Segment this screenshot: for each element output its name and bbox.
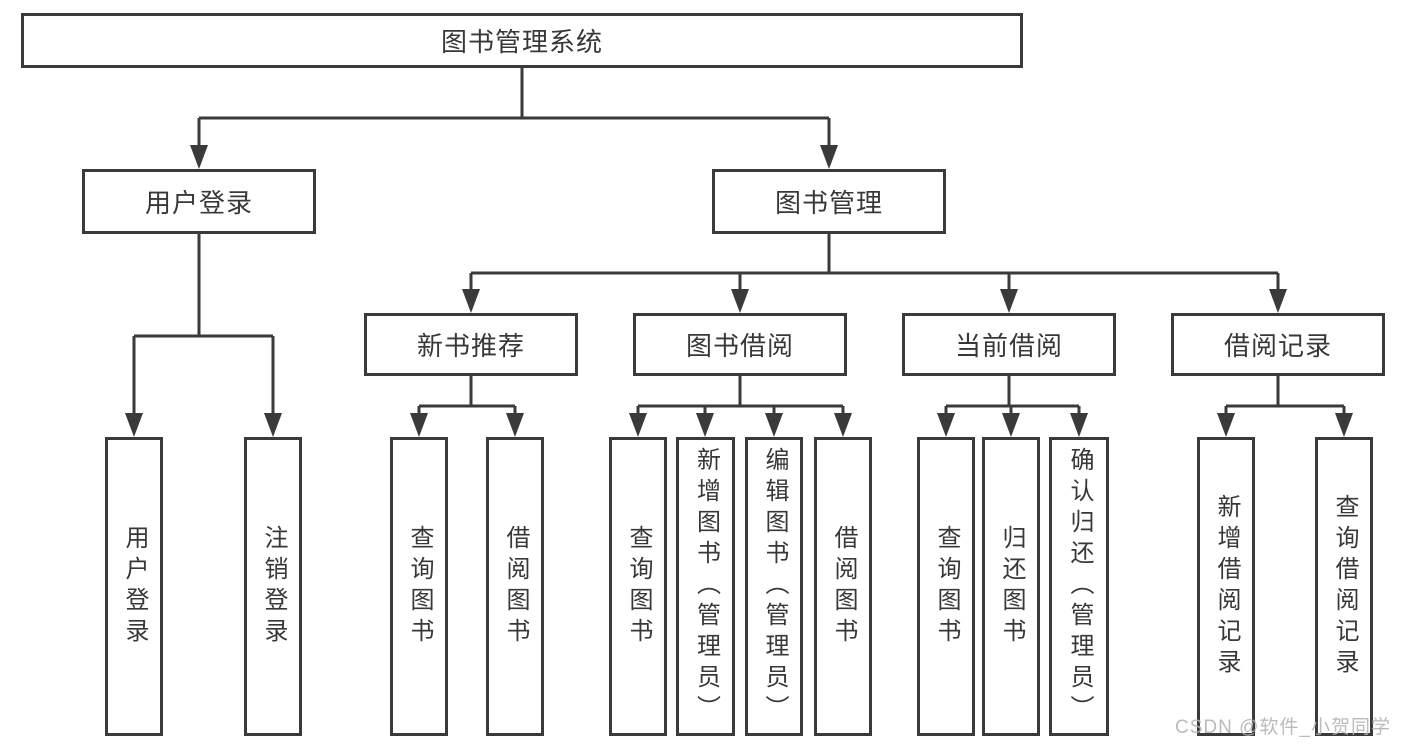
- arrowhead: [834, 413, 852, 437]
- node-new-book-recommendation: 新书推荐: [364, 313, 578, 376]
- leaf-bb-borrow-books: 借阅图书: [814, 437, 872, 736]
- connector-book-mgmt-children: [469, 234, 1280, 295]
- arrowhead: [462, 289, 480, 313]
- arrowhead: [1269, 289, 1287, 313]
- connector-current-borrow-children: [944, 376, 1081, 419]
- arrowhead: [190, 145, 208, 169]
- arrowhead: [1335, 413, 1353, 437]
- connector-borrow-records-children: [1224, 376, 1346, 419]
- leaf-user-login: 用户登录: [105, 437, 163, 736]
- node-book-management: 图书管理: [712, 169, 946, 234]
- arrowhead: [820, 145, 838, 169]
- connector-user-login-children: [132, 234, 275, 419]
- arrowhead: [264, 413, 282, 437]
- arrowhead: [1217, 413, 1235, 437]
- arrowhead: [629, 413, 647, 437]
- node-user-login: 用户登录: [82, 169, 316, 234]
- node-library-system: 图书管理系统: [21, 13, 1023, 68]
- leaf-bb-query-books: 查询图书: [609, 437, 667, 736]
- leaf-br-query-record: 查询借阅记录: [1315, 437, 1373, 736]
- arrowhead: [125, 413, 143, 437]
- csdn-watermark: CSDN @软件_小贺同学: [1175, 717, 1391, 738]
- arrowhead: [731, 289, 749, 313]
- arrowhead: [410, 413, 428, 437]
- arrowhead: [937, 413, 955, 437]
- leaf-bb-edit-books-admin: 编辑图书（管理员）: [745, 437, 803, 736]
- arrowhead: [765, 413, 783, 437]
- connector-root-to-level1: [197, 68, 831, 151]
- node-current-borrowing: 当前借阅: [902, 313, 1116, 376]
- leaf-br-add-record: 新增借阅记录: [1197, 437, 1255, 736]
- node-book-borrowing: 图书借阅: [633, 313, 847, 376]
- arrowhead: [1000, 289, 1018, 313]
- leaf-cb-confirm-return-admin: 确认归还（管理员）: [1049, 437, 1109, 736]
- connector-new-book-rec-children: [417, 376, 517, 419]
- connector-book-borrow-children: [636, 376, 845, 419]
- leaf-rec-query-books: 查询图书: [390, 437, 448, 736]
- leaf-cb-query-books: 查询图书: [917, 437, 975, 736]
- leaf-logout: 注销登录: [244, 437, 302, 736]
- leaf-bb-add-books-admin: 新增图书（管理员）: [676, 437, 735, 736]
- arrowhead: [506, 413, 524, 437]
- arrowhead: [1070, 413, 1088, 437]
- leaf-rec-borrow-books: 借阅图书: [486, 437, 544, 736]
- leaf-cb-return-books: 归还图书: [982, 437, 1040, 736]
- node-borrowing-records: 借阅记录: [1171, 313, 1385, 376]
- arrowhead: [696, 413, 714, 437]
- arrowhead: [1002, 413, 1020, 437]
